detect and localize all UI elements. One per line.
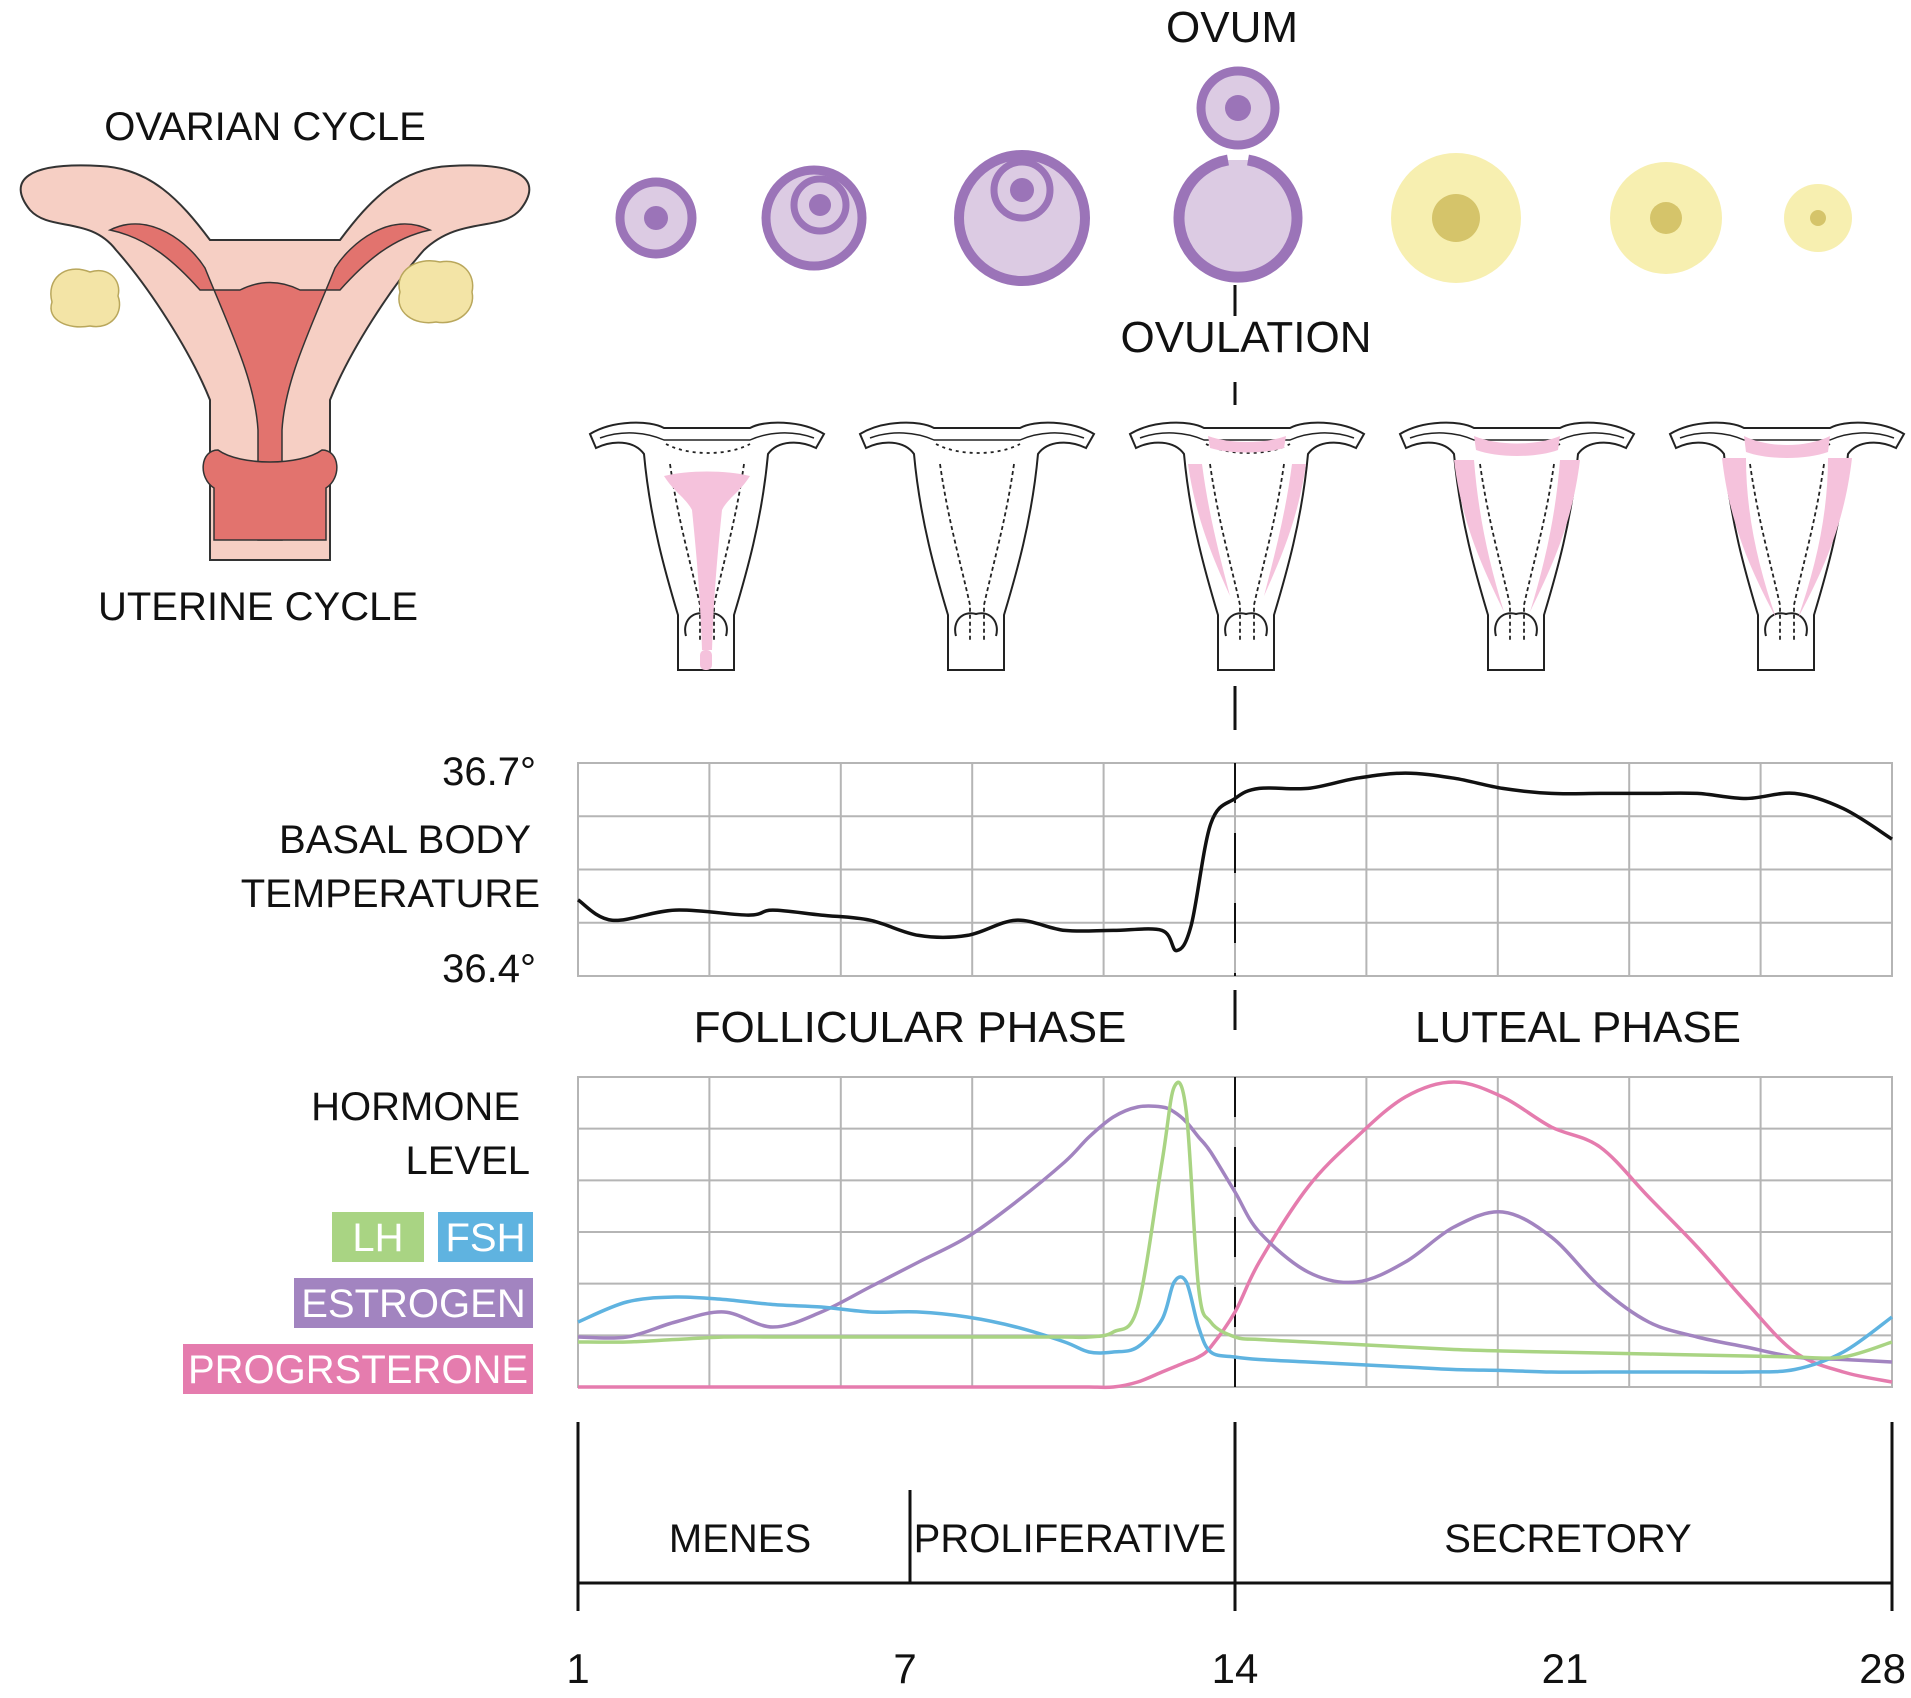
uterus-early-proliferative-icon — [859, 421, 1095, 671]
bbt-label-line1: BASAL BODY — [279, 818, 531, 862]
temp-low-label: 36.4° — [442, 947, 536, 991]
phase-secretory-label: SECRETORY — [1444, 1517, 1691, 1561]
hormone-chart — [577, 1076, 1894, 1390]
uterus-late-secretory-icon — [1669, 421, 1905, 671]
phase-menes-label: MENES — [669, 1517, 811, 1561]
legend-label-estrogen: ESTROGEN — [301, 1282, 525, 1326]
day-tick-label: 1 — [566, 1645, 589, 1692]
day-tick-label: 14 — [1212, 1645, 1259, 1692]
legend-swatch-lh — [332, 1212, 424, 1262]
legend-label-fsh: FSH — [446, 1216, 526, 1260]
hormone-series-lh — [577, 1080, 1893, 1360]
bbt-chart — [576, 762, 1893, 977]
hormone-legend: LH FSH ESTROGEN PROGRSTERONE — [183, 1212, 533, 1394]
ovum-label: OVUM — [1166, 3, 1298, 52]
primary-follicle-icon — [615, 177, 697, 259]
hormone-label-line1: HORMONE — [311, 1085, 520, 1129]
corpus-luteum-large-icon — [1391, 153, 1521, 283]
hormone-series-progrsterone — [578, 1080, 1893, 1390]
uterus-early-secretory-icon — [1399, 421, 1635, 671]
day-axis: 1 7 14 21 28 — [566, 1645, 1906, 1692]
day-tick-label: 21 — [1542, 1645, 1589, 1692]
hormone-series-fsh — [577, 1275, 1894, 1374]
antral-follicle-icon — [954, 150, 1090, 286]
hormone-series-estrogen — [577, 1104, 1893, 1364]
legend-swatch-progrsterone — [183, 1344, 533, 1394]
left-ovary — [50, 268, 121, 328]
legend-label-lh: LH — [352, 1216, 403, 1260]
bbt-series-line — [576, 771, 1893, 953]
phase-proliferative-label: PROLIFERATIVE — [914, 1517, 1227, 1561]
ovum-icon — [1196, 66, 1280, 150]
day-tick-label: 7 — [893, 1645, 916, 1692]
follicular-phase-label: FOLLICULAR PHASE — [694, 1003, 1127, 1052]
ovarian-cycle-label: OVARIAN CYCLE — [104, 105, 426, 149]
luteal-phase-label: LUTEAL PHASE — [1415, 1003, 1741, 1052]
hormone-label-line2: LEVEL — [405, 1139, 530, 1183]
corpus-luteum-medium-icon — [1610, 162, 1722, 274]
secondary-follicle-icon — [761, 165, 867, 271]
legend-label-progrsterone: PROGRSTERONE — [188, 1348, 528, 1392]
day-tick-label: 28 — [1859, 1645, 1906, 1692]
uterine-cycle-label: UTERINE CYCLE — [98, 585, 418, 629]
bbt-label-line2: TEMPERATURE — [241, 872, 540, 916]
corpus-albicans-icon — [1784, 184, 1852, 252]
legend-swatch-estrogen — [294, 1278, 533, 1328]
uterus-menses-icon — [589, 421, 825, 671]
uterine-phase-bar — [576, 1422, 1894, 1611]
ruptured-follicle-icon — [1173, 154, 1303, 283]
follicle-stages — [615, 66, 1852, 286]
temp-high-label: 36.7° — [442, 750, 536, 794]
ovulation-label: OVULATION — [1120, 313, 1371, 362]
uterus-late-proliferative-icon — [1129, 421, 1365, 671]
legend-swatch-fsh — [438, 1212, 533, 1262]
uterine-stages — [589, 421, 1905, 671]
right-ovary — [398, 260, 474, 324]
uterus-illustration — [19, 164, 531, 561]
